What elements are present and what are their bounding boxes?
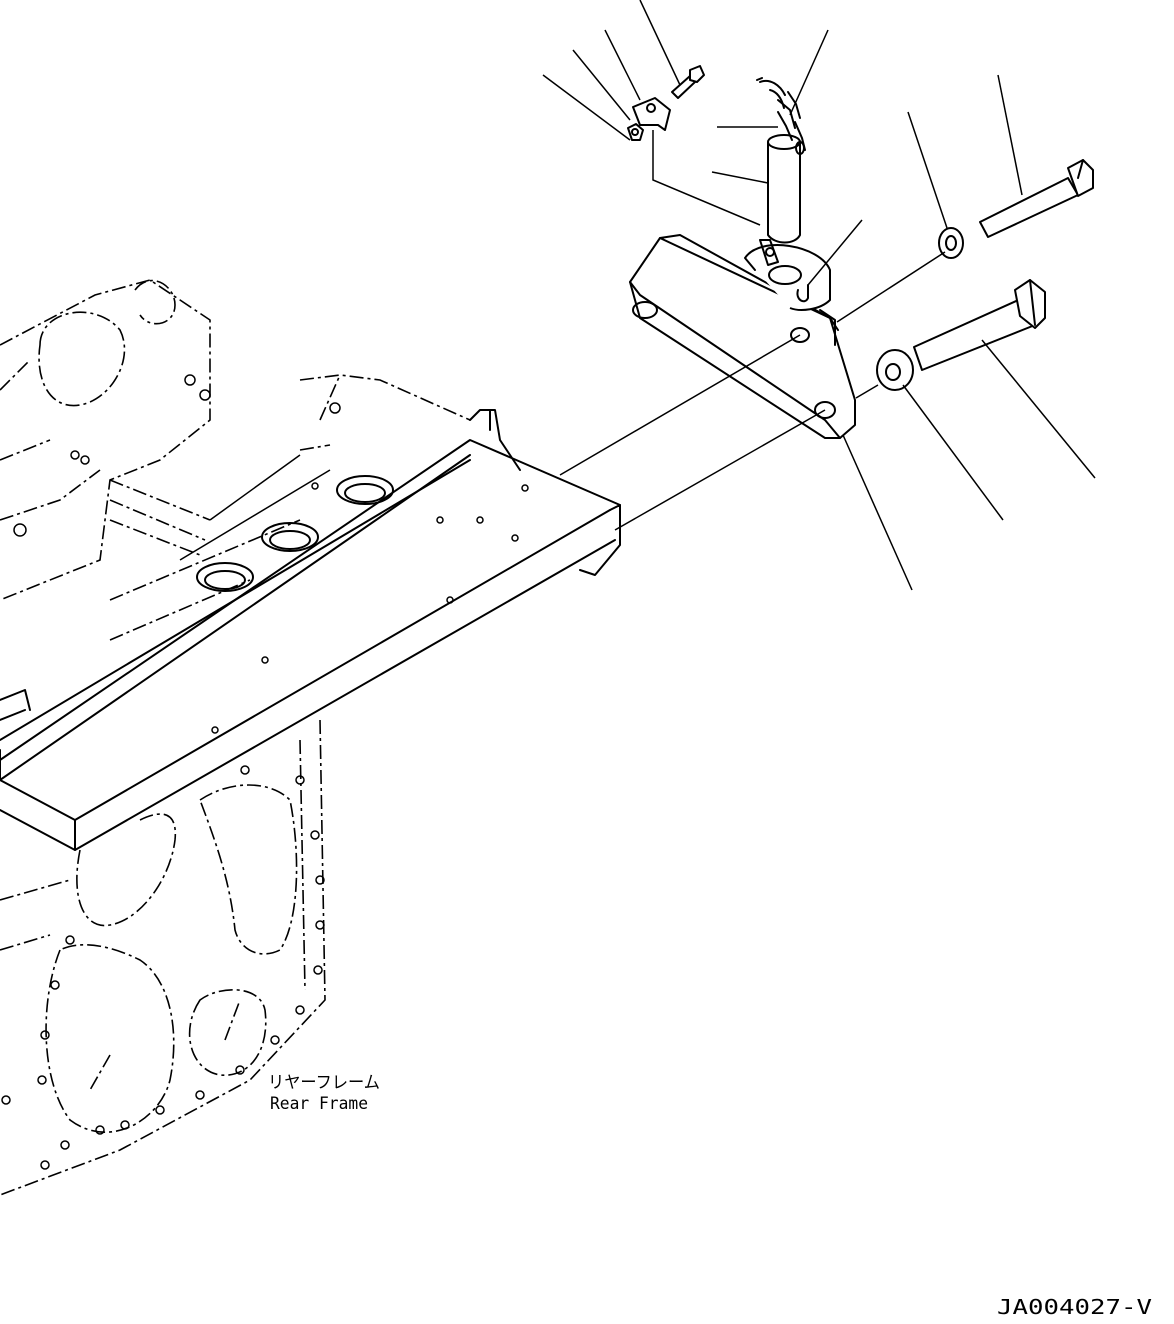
frame-beam [0, 409, 621, 851]
chain [756, 77, 806, 155]
leader-lines [542, 0, 1096, 591]
washer-lower [876, 349, 914, 391]
assembly-lines [559, 130, 946, 531]
hitch-pin [767, 134, 801, 244]
rear-frame-jp-label: リヤーフレーム [268, 1073, 380, 1093]
rear-frame-en-label: Rear Frame [270, 1094, 368, 1114]
drawing-number: JA004027-V [997, 1295, 1152, 1319]
lock-plate [632, 97, 671, 131]
small-nut [627, 123, 644, 141]
washer-upper [938, 227, 964, 259]
small-bolt [671, 65, 705, 99]
rear-frame-outline [0, 279, 471, 1196]
bolt-upper [979, 159, 1094, 238]
hitch-plate [629, 234, 856, 439]
pin-boss [744, 239, 831, 311]
bolt-lower [913, 279, 1046, 371]
